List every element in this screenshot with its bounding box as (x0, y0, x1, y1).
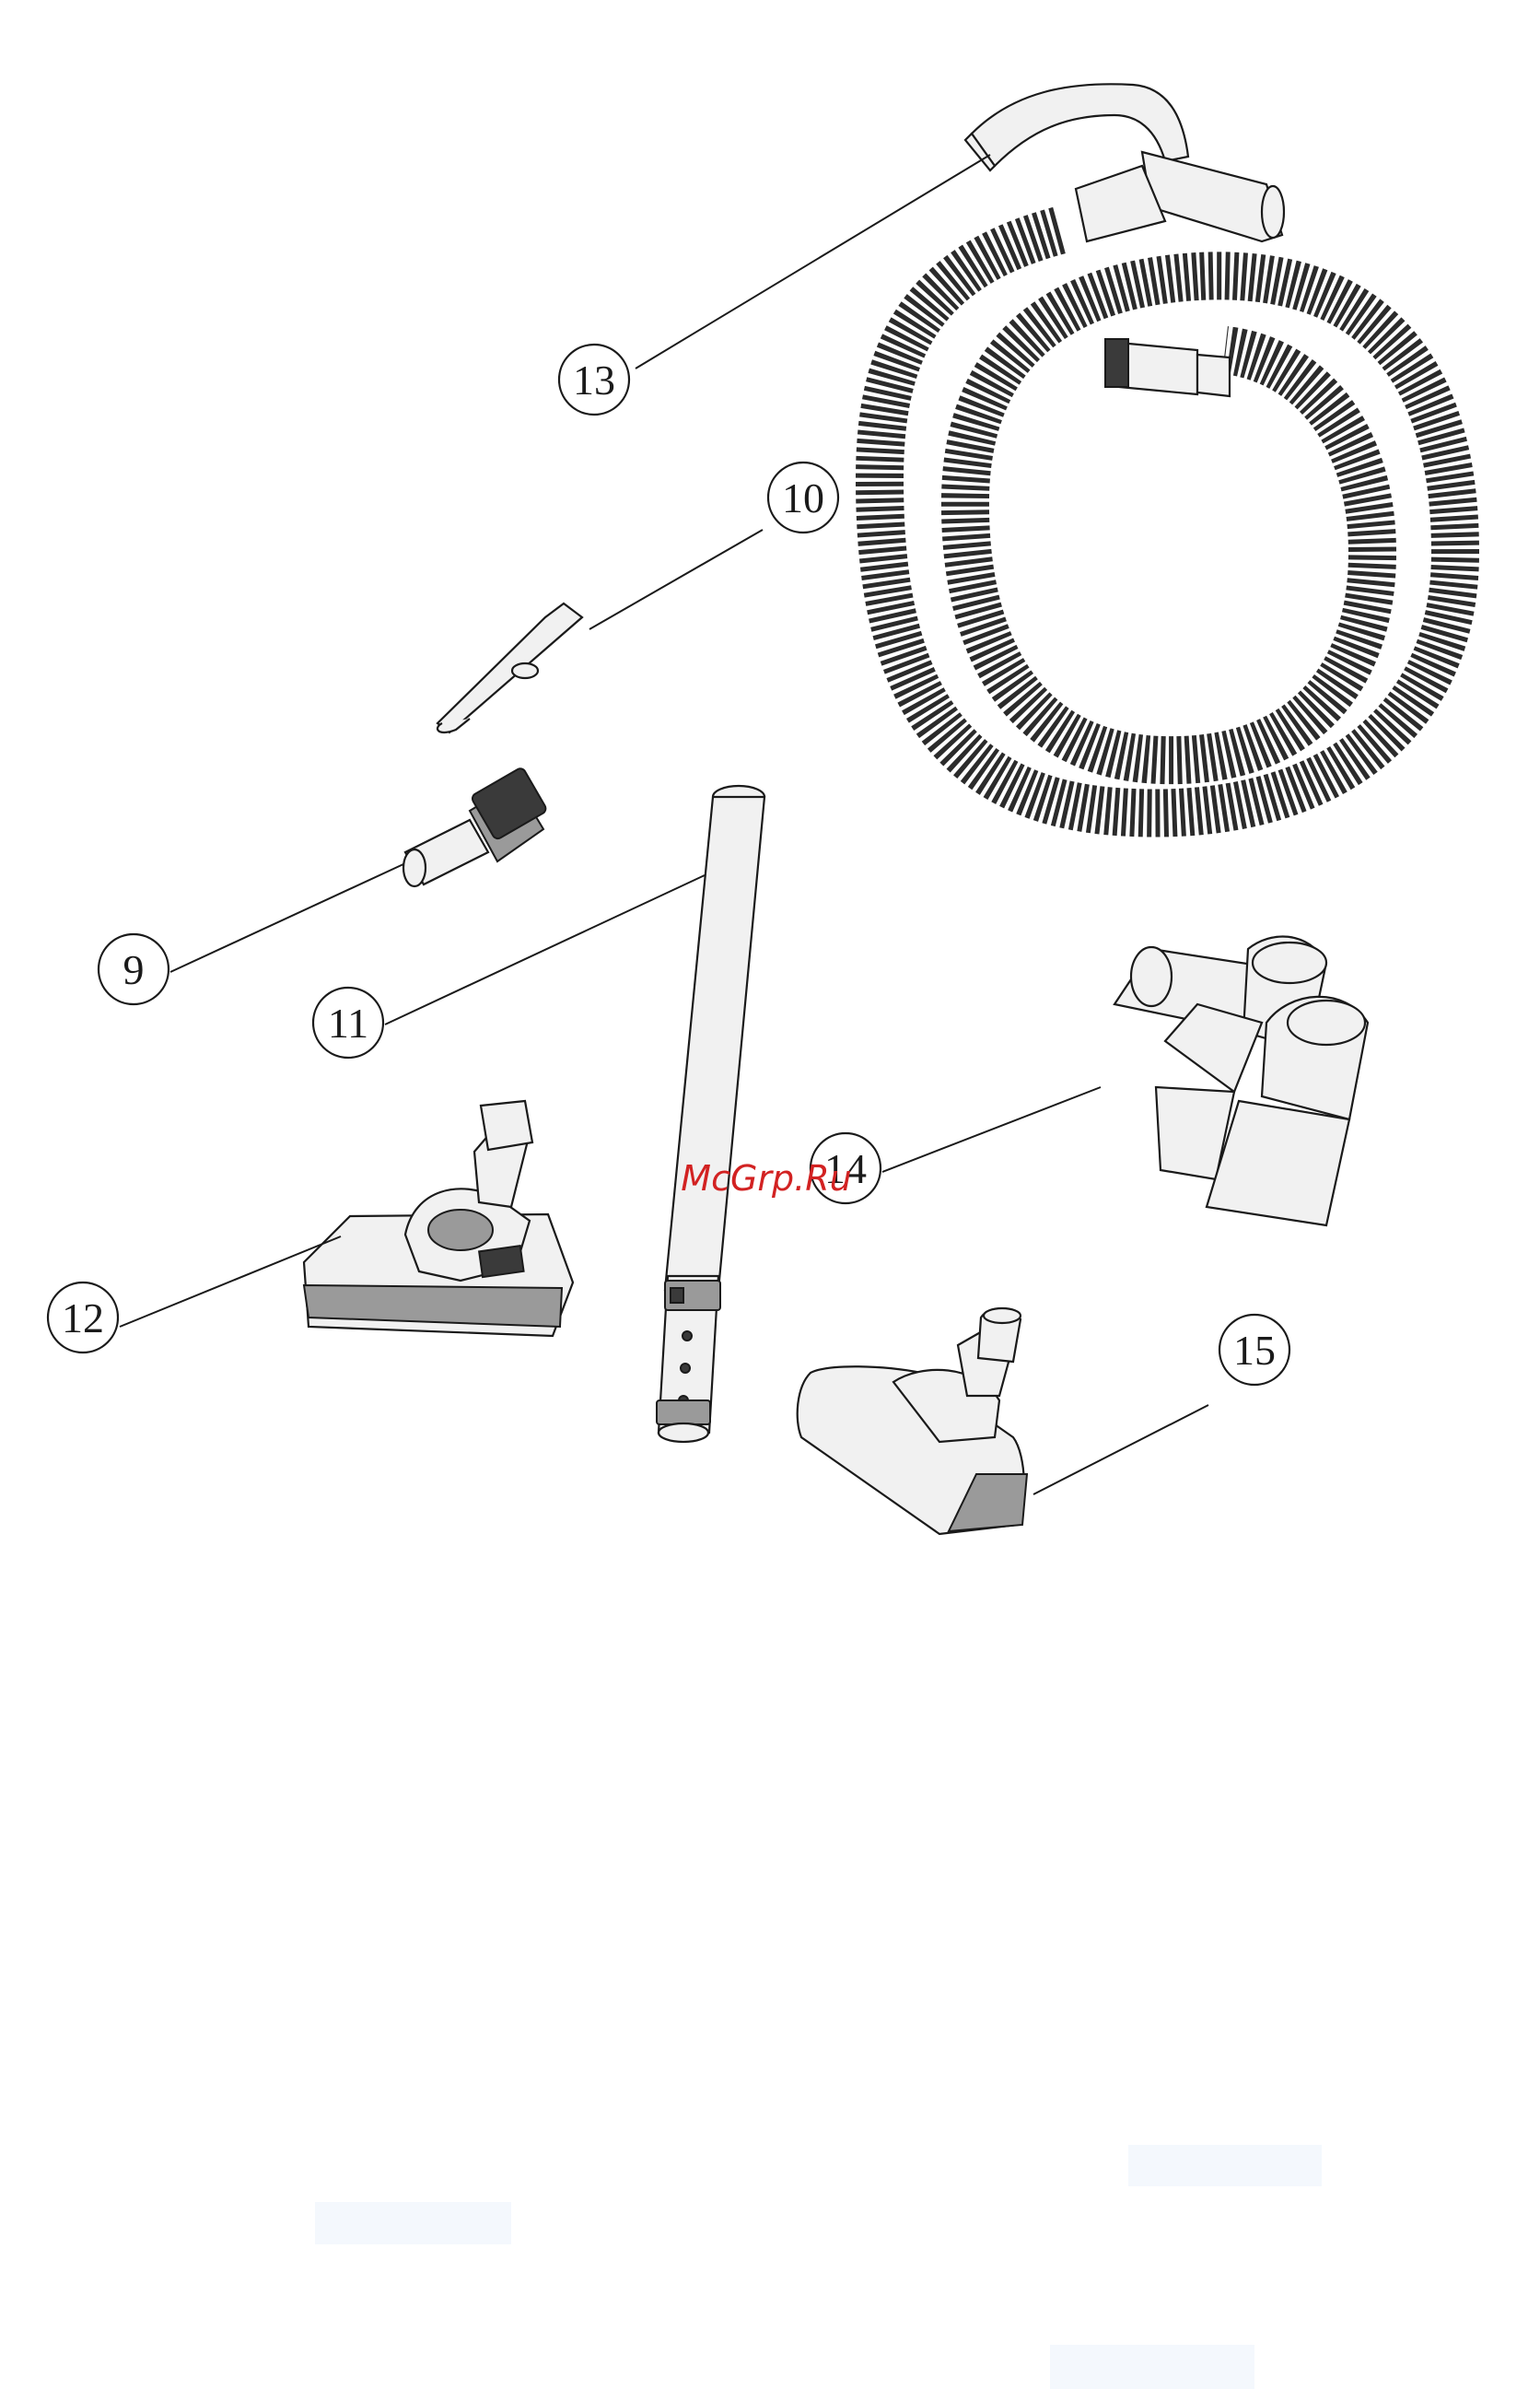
floor-brush-icon (304, 1101, 573, 1336)
leader-9 (170, 864, 403, 972)
hose-with-handle-icon (880, 84, 1455, 813)
callout-12: 12 (48, 1282, 118, 1353)
callout-10: 10 (768, 463, 838, 533)
callout-12-label: 12 (62, 1294, 104, 1341)
callout-13-label: 13 (573, 357, 615, 404)
leader-13 (636, 155, 990, 369)
callout-10-label: 10 (782, 474, 824, 521)
callout-11: 11 (313, 988, 383, 1058)
leader-14 (882, 1087, 1101, 1172)
callout-11-label: 11 (328, 1000, 368, 1047)
leader-15 (1033, 1405, 1208, 1494)
nozzle-holder-icon (1114, 936, 1368, 1225)
blank-box (315, 2202, 511, 2244)
callout-9: 9 (99, 934, 169, 1004)
watermark-text: McGrp.Ru (681, 1158, 851, 1199)
blank-box (1128, 2145, 1322, 2186)
callout-13: 13 (559, 345, 629, 415)
callout-15: 15 (1219, 1315, 1289, 1385)
telescopic-tube-icon (657, 786, 764, 1442)
small-brush-icon (403, 767, 548, 886)
parquet-brush-icon (798, 1308, 1027, 1534)
crevice-nozzle-icon (438, 603, 582, 732)
leader-11 (385, 875, 705, 1025)
leader-10 (589, 530, 763, 629)
callout-9-label: 9 (123, 946, 145, 993)
callout-15-label: 15 (1233, 1327, 1276, 1374)
blank-box (1050, 2345, 1254, 2389)
